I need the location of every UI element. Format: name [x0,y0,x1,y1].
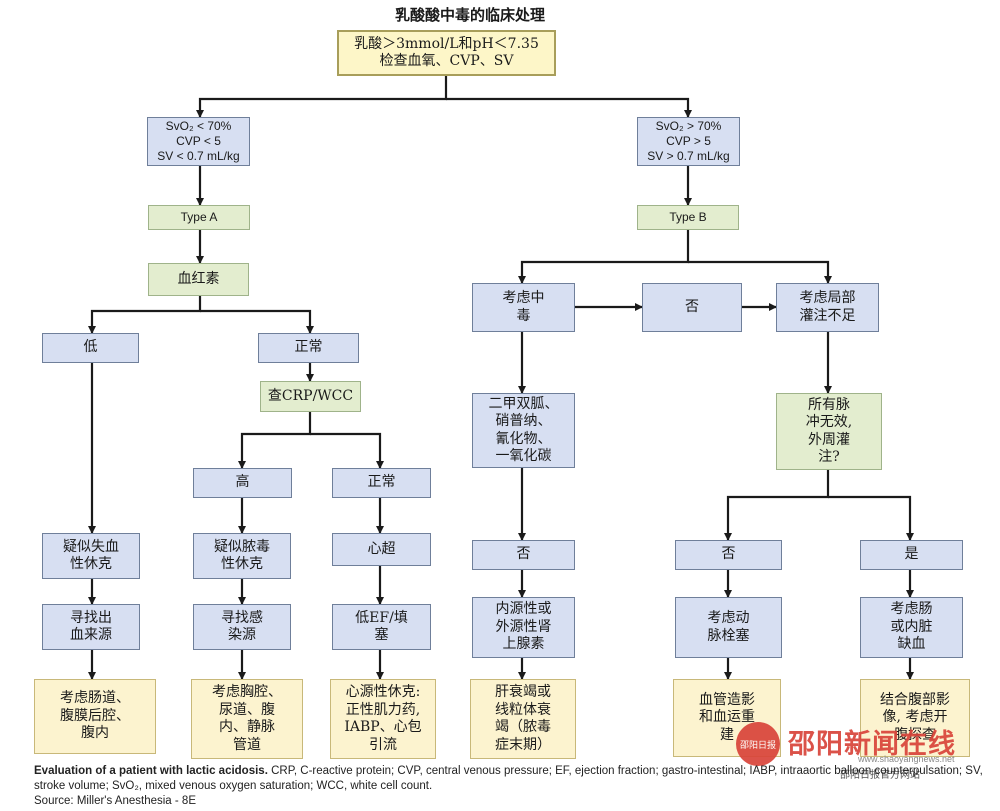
connector-start-left [196,76,448,118]
node-pulses-no: 否 [675,540,782,570]
node-type-b: Type B [637,205,739,230]
caption-text: CRP, C-reactive protein; CVP, central ve… [34,765,983,792]
node-endogenous: 内源性或 外源性肾 上腺素 [472,597,575,658]
node-septic-shock: 疑似脓毒 性休克 [193,533,291,579]
connector-crp-high [238,412,312,469]
node-hemorrhagic-shock: 疑似失血 性休克 [42,533,140,579]
connector-start-right [446,97,692,118]
node-bowel-ischemia: 考虑肠 或内脏 缺血 [860,597,963,658]
node-right-criteria: SvO₂ > 70% CVP > 5 SV > 0.7 mL/kg [637,117,740,166]
node-type-a: Type A [148,205,250,230]
node-pulses-yes: 是 [860,540,963,570]
watermark-url: www.shaoyangnews.net [858,754,955,764]
node-find-infection: 寻找感 染源 [193,604,291,650]
watermark-name: 邵阳新闻在线 [788,729,956,760]
node-left-criteria: SvO₂ < 70% CVP < 5 SV < 0.7 mL/kg [147,117,250,166]
node-low-ef: 低EF/填 塞 [332,604,431,650]
node-check-crp: 查CRP/WCC [260,381,361,412]
flowchart-title: 乳酸酸中毒的临床处理 [394,6,545,24]
connector-crp-normal [310,432,384,469]
node-echo: 心超 [332,533,431,566]
node-no-mid: 否 [642,283,742,332]
node-arterial-embolism: 考虑动 脉栓塞 [675,597,782,658]
node-hemoglobin: 血红素 [148,263,249,296]
node-pulses-question: 所有脉 冲无效, 外周灌 注? [776,393,882,470]
connector-hemoglobin-normal [200,309,314,334]
connector-pulses-yes [828,495,914,541]
node-high: 高 [193,468,292,498]
figure-caption: Evaluation of a patient with lactic acid… [34,764,984,809]
node-cardiogenic-shock: 心源性休克: 正性肌力药, IABP、心包 引流 [330,679,436,759]
node-normal-hb: 正常 [258,333,359,363]
node-local-hypoperfusion: 考虑局部 灌注不足 [776,283,879,332]
node-poisoning: 考虑中 毒 [472,283,575,332]
node-liver-failure: 肝衰竭或 线粒体衰 竭（脓毒 症末期） [470,679,576,759]
node-low: 低 [42,333,139,363]
caption-source: Source: Miller's Anesthesia - 8E [34,795,196,807]
node-bleeding-sites: 考虑肠道、 腹膜后腔、 腹内 [34,679,156,754]
node-infection-sites: 考虑胸腔、 尿道、腹 内、静脉 管道 [191,679,303,759]
node-normal-crp: 正常 [332,468,431,498]
connector-pulses-no [724,470,830,541]
watermark-site: 邵阳日报官方网站 [840,770,920,781]
node-start: 乳酸＞3mmol/L和pH＜7.35 检查血氧、CVP、SV [337,30,556,76]
node-toxins: 二甲双胍、 硝普纳、 氰化物、 一氧化碳 [472,393,575,468]
connector-type-b-local [688,260,832,284]
watermark-logo: 邵阳日报 [736,722,780,766]
node-find-bleeding: 寻找出 血来源 [42,604,140,650]
caption-heading: Evaluation of a patient with lactic acid… [34,765,268,777]
node-abdominal-imaging: 结合腹部影 像, 考虑开 腹探查 [860,679,970,757]
node-no-toxins: 否 [472,540,575,570]
connector-hemoglobin-low [88,296,202,334]
connector-type-b-poisoning [518,230,690,284]
